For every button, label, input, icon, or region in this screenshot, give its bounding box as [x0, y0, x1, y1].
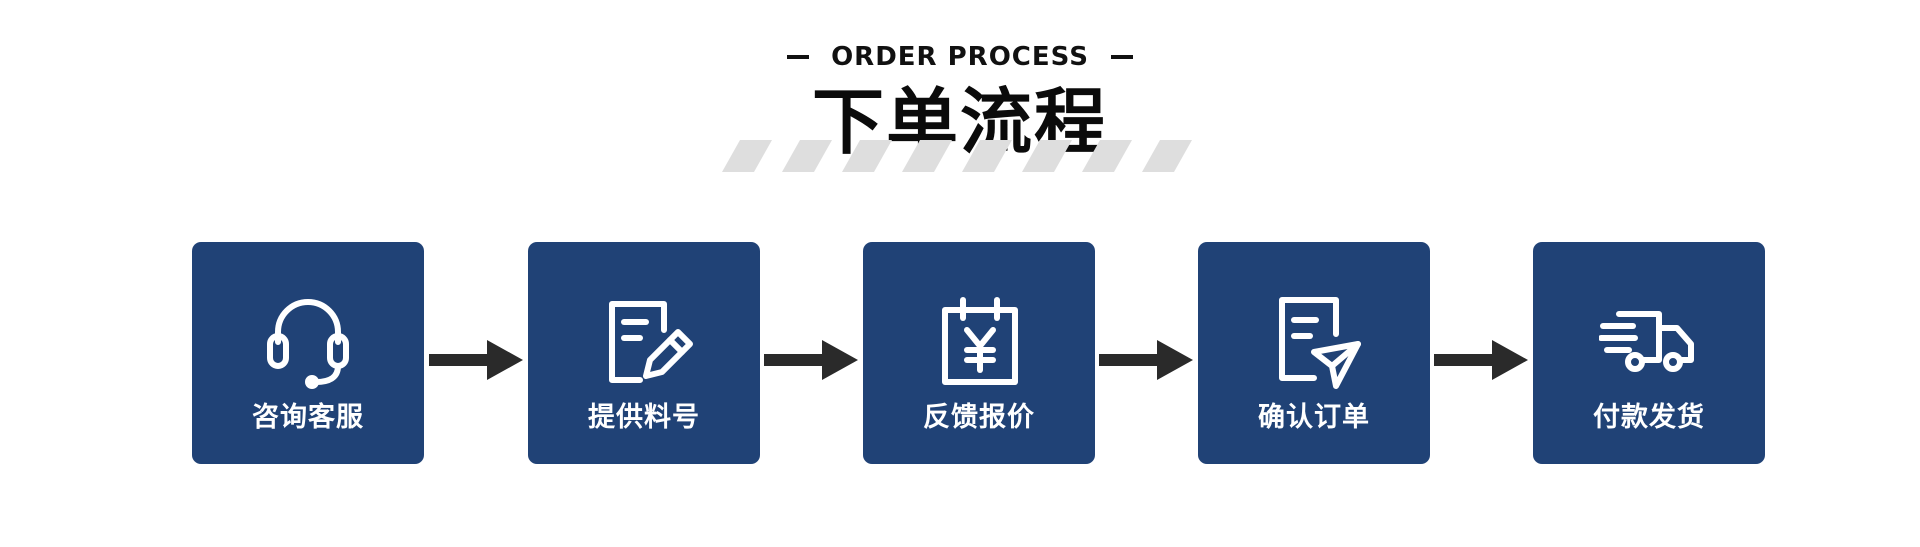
- step-quote-feedback: 反馈报价: [863, 242, 1095, 464]
- step-confirm-order: 确认订单: [1198, 242, 1430, 464]
- process-steps: 咨询客服 提供料号: [0, 242, 1920, 466]
- document-send-icon: [1279, 297, 1361, 389]
- yen-calendar-icon: [942, 297, 1018, 385]
- document-edit-icon: [609, 301, 693, 383]
- step-label: 反馈报价: [923, 402, 1035, 433]
- step-payment-shipping: 付款发货: [1533, 242, 1765, 464]
- step-label: 付款发货: [1593, 402, 1705, 433]
- arrow-icon: [1099, 340, 1193, 380]
- left-dash: [787, 55, 810, 59]
- arrow-icon: [429, 340, 523, 380]
- step-label: 咨询客服: [252, 402, 364, 433]
- arrow-icon: [1434, 340, 1528, 380]
- decorative-stripes: [722, 140, 1192, 172]
- arrow-icon: [764, 340, 858, 380]
- subtitle-row: ORDER PROCESS: [0, 40, 1920, 74]
- right-dash: [1110, 55, 1133, 59]
- delivery-truck-icon: [1599, 311, 1694, 372]
- step-label: 提供料号: [588, 402, 700, 433]
- step-label: 确认订单: [1258, 402, 1370, 433]
- headset-icon: [267, 299, 349, 389]
- step-provide-part-number: 提供料号: [528, 242, 760, 464]
- subtitle: ORDER PROCESS: [831, 42, 1089, 72]
- header: ORDER PROCESS 下单流程: [0, 0, 1920, 180]
- step-consult: 咨询客服: [192, 242, 424, 464]
